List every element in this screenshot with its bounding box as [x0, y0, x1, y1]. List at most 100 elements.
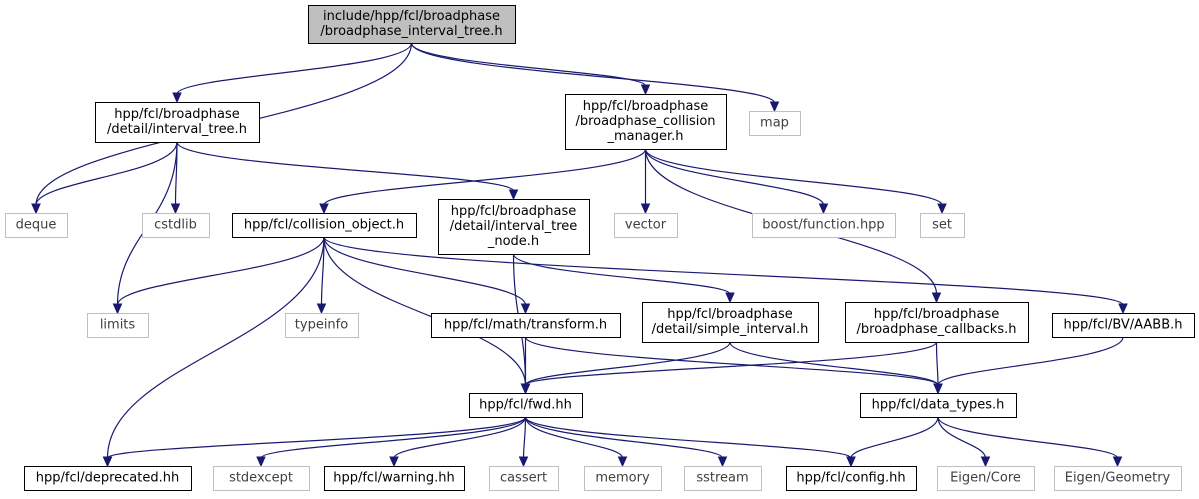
node-label: Eigen/Core [950, 471, 1021, 486]
node-eigen-core: Eigen/Core [937, 466, 1035, 491]
node-label: limits [100, 318, 136, 333]
node-transform[interactable]: hpp/fcl/math/transform.h [431, 313, 621, 338]
arrowhead-fwd-to-memory [617, 456, 628, 468]
edge-data_types-to-config [850, 416, 939, 459]
arrowhead-fwd-to-cassert [518, 456, 529, 468]
node-callbacks[interactable]: hpp/fcl/broadphase/broadphase_callbacks.… [845, 302, 1029, 343]
node-box [684, 466, 762, 491]
node-label: hpp/fcl/broadphase [114, 107, 240, 122]
node-box [845, 302, 1029, 343]
arrowhead-collision_manager-to-collision_object [319, 203, 329, 215]
node-label: /broadphase_interval_tree.h [320, 24, 502, 39]
arrowhead-root-to-collision_manager [640, 84, 651, 96]
arrowhead-collision_object-to-aabb [1118, 303, 1128, 315]
node-interval-tree[interactable]: hpp/fcl/broadphase/detail/interval_tree.… [95, 102, 260, 143]
node-box [24, 466, 192, 491]
node-label: hpp/fcl/broadphase [667, 307, 793, 322]
arrowhead-callbacks-to-fwd [520, 383, 531, 395]
node-box [431, 313, 621, 338]
node-box [1052, 313, 1195, 338]
node-aabb[interactable]: hpp/fcl/BV/AABB.h [1052, 313, 1195, 338]
node-label: include/hpp/fcl/broadphase [323, 9, 500, 24]
node-label: hpp/fcl/data_types.h [872, 398, 1005, 413]
node-label: cstdlib [154, 218, 197, 233]
node-deprecated[interactable]: hpp/fcl/deprecated.hh [24, 466, 192, 491]
edge-collision_object-to-limits [116, 236, 325, 306]
edge-collision_object-to-aabb [323, 236, 1124, 306]
node-interval-tree-node[interactable]: hpp/fcl/broadphase/detail/interval_tree_… [438, 199, 590, 255]
node-box [213, 466, 310, 491]
node-warning[interactable]: hpp/fcl/warning.hh [324, 466, 465, 491]
node-label: /broadphase_collision [575, 114, 715, 129]
node-label: hpp/fcl/warning.hh [333, 471, 455, 486]
edge-interval_tree-to-cstdlib [174, 141, 178, 206]
arrowhead-interval_tree-to-interval_tree_node [508, 189, 519, 201]
arrowhead-collision_object-to-transform [520, 303, 531, 315]
arrowhead-aabb-to-data_types [933, 383, 943, 395]
node-label: stdexcept [229, 471, 293, 486]
edge-fwd-to-warning [393, 416, 527, 459]
arrowhead-data_types-to-config [846, 456, 856, 468]
node-box [87, 313, 149, 338]
node-map: map [749, 111, 801, 136]
arrowhead-collision_manager-to-vector [640, 203, 651, 215]
node-label: map [760, 116, 789, 131]
node-box [937, 466, 1035, 491]
node-simple-interval[interactable]: hpp/fcl/broadphase/detail/simple_interva… [642, 302, 819, 343]
arrowhead-collision_object-to-typeinfo [316, 303, 327, 315]
edge-fwd-to-config [524, 416, 852, 459]
node-label: _manager.h [606, 129, 683, 144]
node-box [1054, 466, 1182, 491]
node-label: set [932, 218, 952, 233]
arrowhead-fwd-to-deprecated [102, 456, 113, 468]
node-vector: vector [614, 213, 678, 238]
node-label: /broadphase_callbacks.h [857, 322, 1017, 337]
edge-simple_interval-to-fwd [524, 341, 731, 386]
arrowhead-collision_object-to-limits [112, 303, 123, 315]
node-stdexcept: stdexcept [213, 466, 310, 491]
edge-aabb-to-data_types [937, 336, 1124, 386]
arrowhead-fwd-to-warning [389, 456, 399, 468]
node-data-types[interactable]: hpp/fcl/data_types.h [860, 393, 1017, 418]
edge-fwd-to-memory [524, 416, 624, 459]
node-box [489, 466, 559, 491]
node-fwd[interactable]: hpp/fcl/fwd.hh [469, 393, 583, 418]
edge-root-to-interval_tree [176, 42, 413, 95]
node-box [285, 313, 359, 338]
graph-edges [31, 42, 1128, 468]
edge-collision_object-to-fwd [323, 236, 527, 386]
edge-fwd-to-stdexcept [260, 416, 527, 459]
edge-root-to-map [410, 42, 776, 104]
node-label: hpp/fcl/collision_object.h [244, 218, 404, 233]
node-box [786, 466, 917, 491]
arrowhead-root-to-map [769, 101, 780, 113]
arrowhead-fwd-to-sstream [717, 456, 728, 468]
node-box [920, 213, 965, 238]
node-collision-object[interactable]: hpp/fcl/collision_object.h [232, 213, 417, 238]
node-box [752, 213, 896, 238]
node-config[interactable]: hpp/fcl/config.hh [786, 466, 917, 491]
node-collision-manager[interactable]: hpp/fcl/broadphase/broadphase_collision_… [565, 94, 727, 150]
graph-nodes: include/hpp/fcl/broadphase/broadphase_in… [5, 5, 1195, 491]
node-label: deque [16, 218, 57, 233]
node-label: typeinfo [295, 318, 348, 333]
node-label: vector [625, 218, 667, 233]
edge-interval_tree_node-to-simple_interval [512, 253, 731, 295]
node-label: /detail/simple_interval.h [652, 322, 809, 337]
node-box [324, 466, 465, 491]
node-box [142, 213, 210, 238]
edge-interval_tree-to-interval_tree_node [176, 141, 515, 192]
arrowhead-collision_manager-to-boost_function [818, 203, 829, 215]
node-box [614, 213, 678, 238]
node-box [5, 213, 68, 238]
edge-transform-to-data_types [524, 336, 939, 386]
edge-simple_interval-to-data_types [729, 341, 939, 386]
node-label: hpp/fcl/broadphase [451, 204, 577, 219]
node-box [642, 302, 819, 343]
edge-collision_object-to-transform [323, 236, 527, 306]
node-label: _node.h [487, 234, 539, 249]
node-root[interactable]: include/hpp/fcl/broadphase/broadphase_in… [308, 5, 516, 44]
node-cassert: cassert [489, 466, 559, 491]
node-limits: limits [87, 313, 149, 338]
